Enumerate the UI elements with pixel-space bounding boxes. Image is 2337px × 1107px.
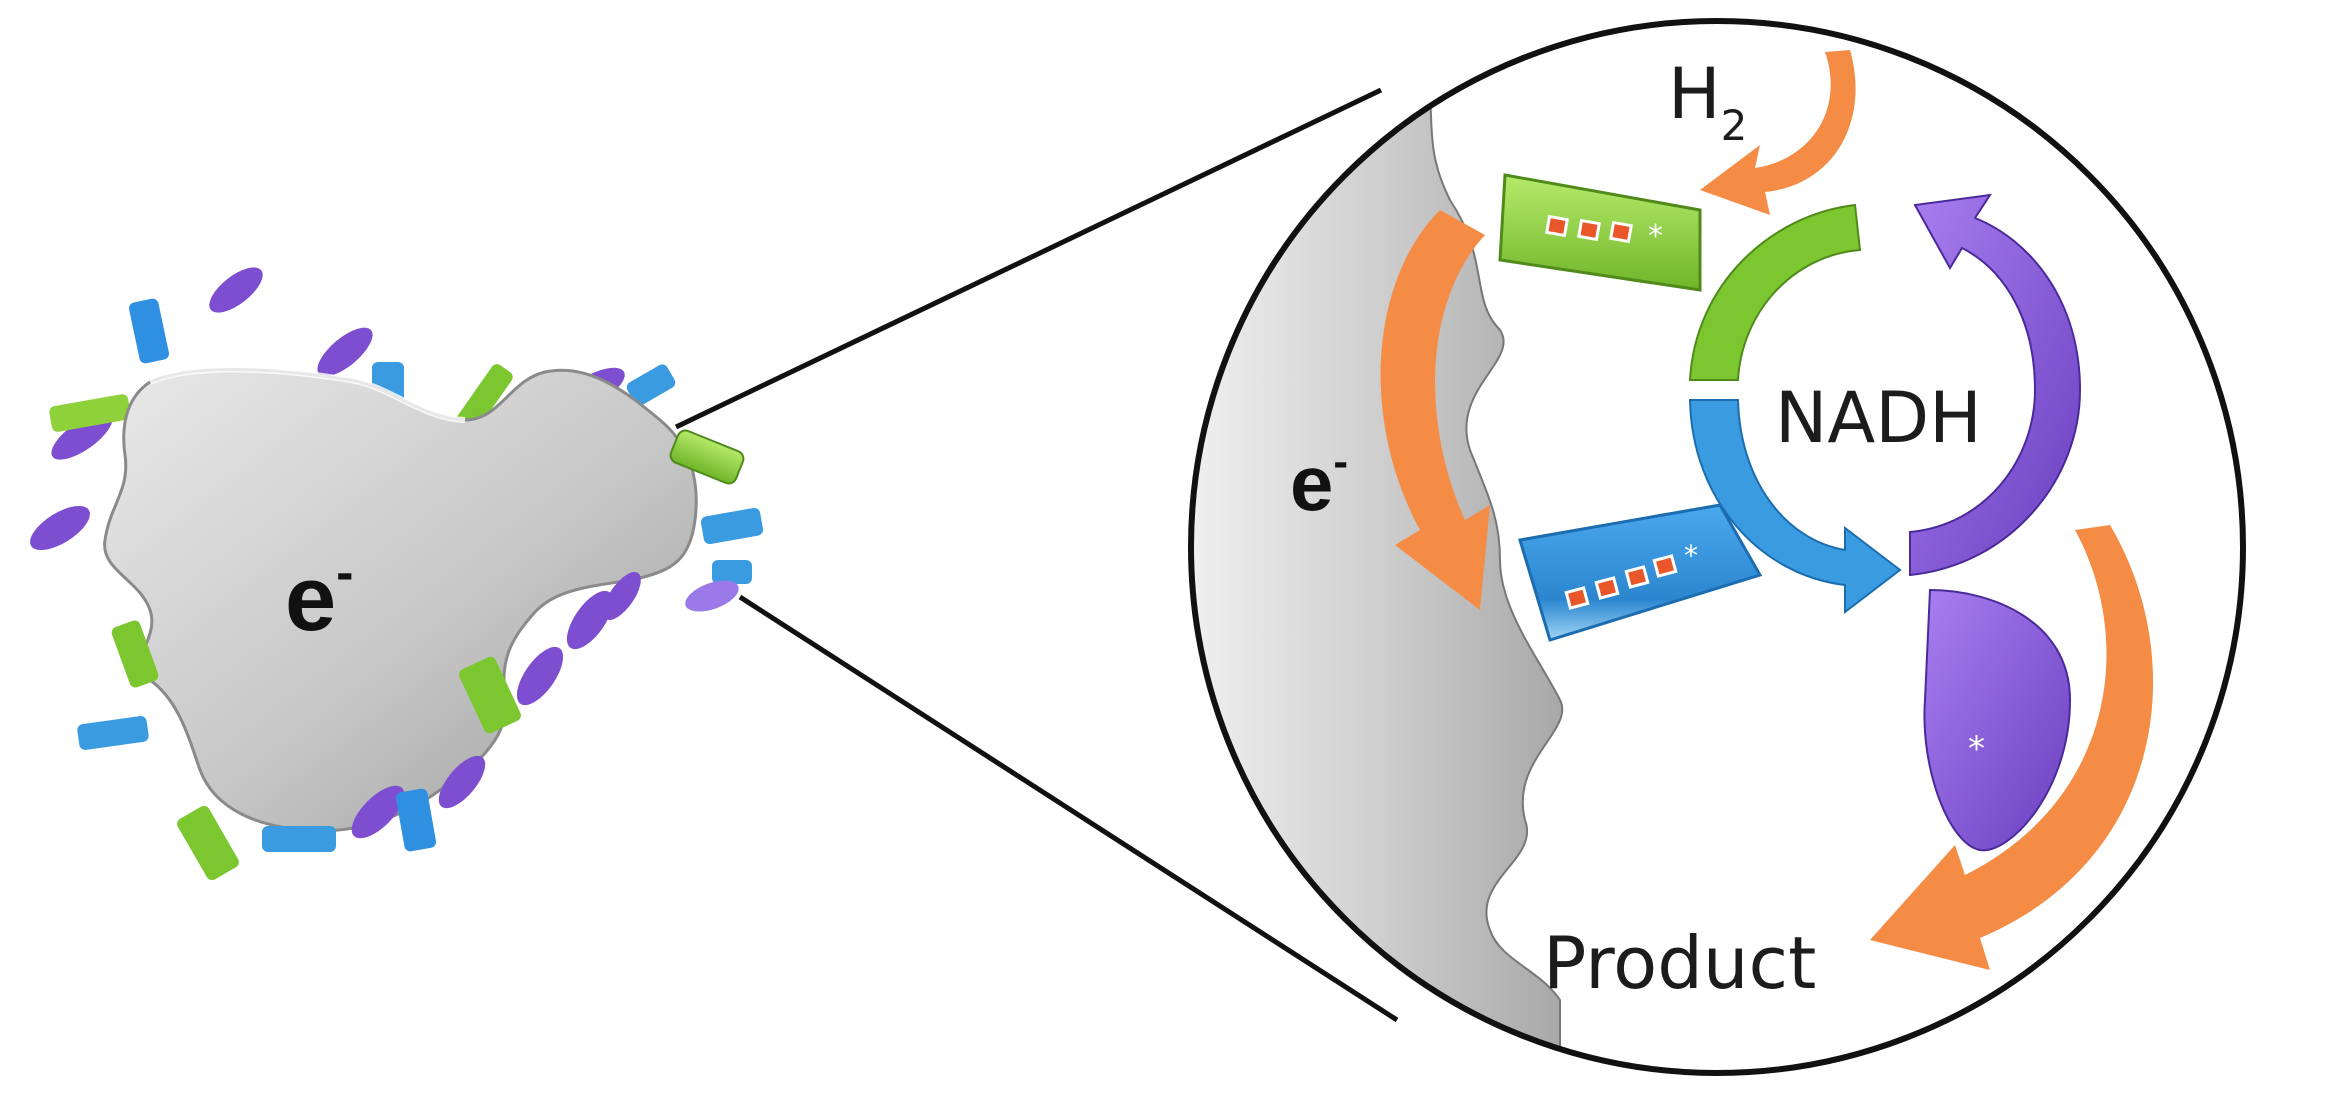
svg-text:*: * bbox=[1684, 539, 1698, 572]
svg-text:*: * bbox=[1648, 219, 1663, 254]
fes-cluster-blue-icon: * bbox=[1564, 539, 1698, 610]
hydrogen-arrow-icon bbox=[1700, 50, 1856, 215]
zoom-view: e- H2 * * bbox=[1188, 18, 2246, 1076]
hydrogenase-enzyme: * bbox=[1498, 173, 1702, 292]
svg-text:*: * bbox=[1968, 729, 1985, 769]
zoom-line-bottom bbox=[738, 594, 1399, 1023]
zoom-circle-outline bbox=[1188, 18, 2246, 1076]
electron-flow-arrow-icon bbox=[1380, 210, 1490, 610]
zoom-electron-label: e- bbox=[1290, 437, 1348, 527]
reductase-enzyme: * bbox=[1518, 503, 1763, 642]
nadh-cycle-arrows-icon bbox=[1688, 193, 2082, 615]
product-label: Product bbox=[1543, 921, 1816, 1005]
hydrogen-label: H2 bbox=[1668, 53, 1747, 150]
purple-enzyme: * bbox=[1923, 588, 2072, 852]
product-arrow-icon bbox=[1870, 525, 2154, 970]
fes-cluster-icon: * bbox=[1545, 214, 1663, 254]
particle-enzymes-front bbox=[30, 429, 764, 881]
particle-group: e- bbox=[30, 267, 764, 881]
zoom-line-top bbox=[674, 87, 1383, 430]
nadh-label: NADH bbox=[1775, 377, 1982, 459]
particle-electron-label: e- bbox=[285, 544, 354, 650]
